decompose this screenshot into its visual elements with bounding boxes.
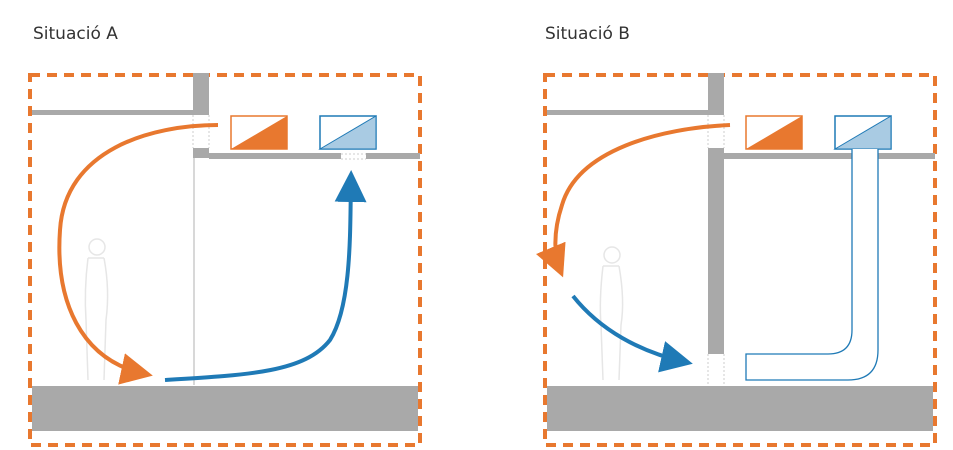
orange-triangle-unit-icon [230, 115, 288, 150]
orange-airflow-arrow [57, 123, 219, 385]
orange-triangle-unit-icon [745, 115, 803, 150]
person-silhouette-icon [599, 246, 624, 381]
blue-triangle-unit-icon [833, 115, 892, 150]
situation-a-diagram [28, 73, 422, 447]
orange-airflow-arrow [536, 123, 731, 278]
ceiling-left [32, 110, 194, 115]
blue-airflow-arrow [571, 294, 693, 373]
situation-b-diagram [536, 73, 937, 447]
floor-slab [547, 386, 933, 431]
blue-airflow-arrow [164, 170, 367, 382]
partition-wall [193, 73, 209, 115]
dashed-boundary [28, 73, 422, 447]
floor-slab [32, 386, 418, 431]
partition-wall [708, 73, 724, 115]
ceiling-right [209, 153, 341, 159]
ceiling-right [724, 153, 935, 159]
situation-a-title: Situació A [33, 24, 118, 44]
person-silhouette-icon [84, 238, 109, 381]
situation-b-title: Situació B [545, 24, 630, 44]
blue-triangle-unit-icon [318, 115, 377, 150]
ceiling-left [547, 110, 709, 115]
duct [745, 149, 879, 381]
